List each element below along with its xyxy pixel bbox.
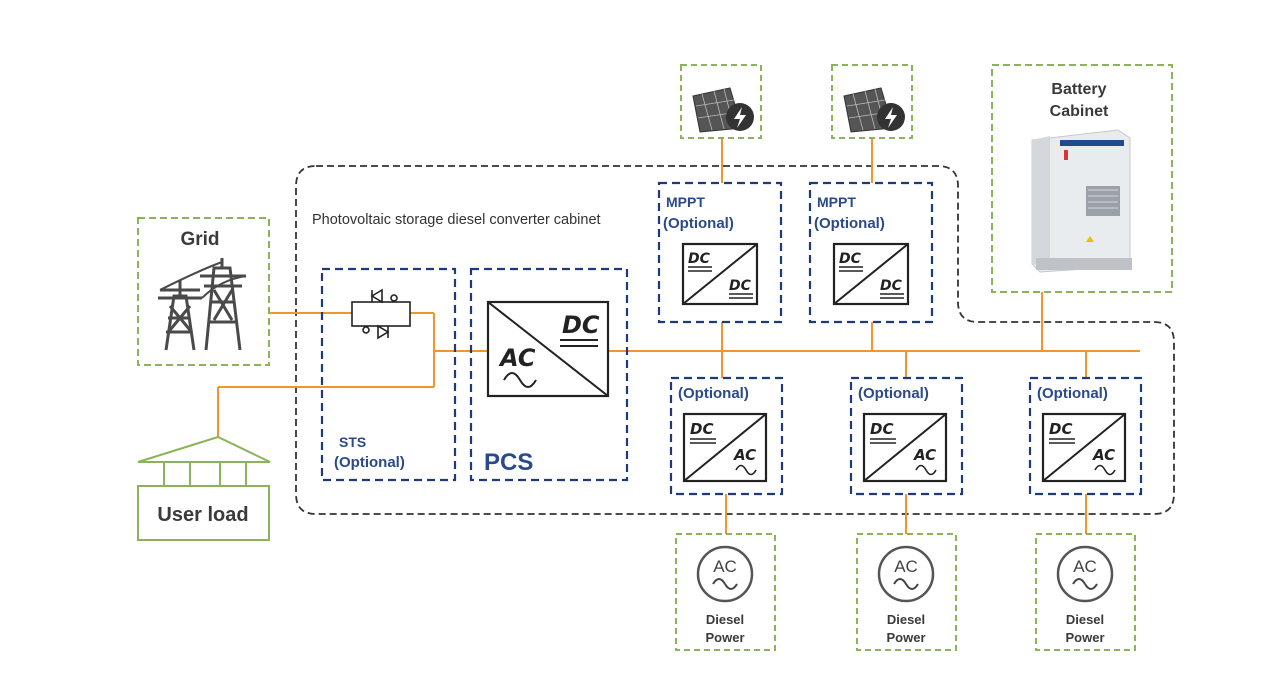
diesel-ac-text-3: AC	[1073, 557, 1097, 576]
pcs-box	[469, 267, 629, 482]
mppt-top-text-2: DC	[839, 251, 862, 267]
generator-icon	[1056, 545, 1114, 603]
diesel-ac-text-1: AC	[713, 557, 737, 576]
cabinet-outline	[295, 165, 1175, 515]
sts-optional: (Optional)	[334, 454, 405, 471]
mppt-bottom-text-2: DC	[880, 278, 903, 294]
dcac-converter-symbol-3: DC AC	[1041, 412, 1127, 483]
battery-label-1: Battery	[1051, 81, 1106, 98]
dcac-converter-symbol-2: DC AC	[862, 412, 948, 483]
solar-panel-2	[831, 64, 913, 139]
sine-wave-icon	[712, 578, 738, 590]
dcac-top-text-3: DC	[1049, 420, 1072, 438]
pcs-label: PCS	[484, 449, 533, 476]
sine-wave-icon	[503, 372, 537, 388]
dcdc-converter-symbol-1: DC DC	[681, 242, 759, 306]
user-load-box	[137, 485, 270, 541]
sine-wave-icon	[893, 578, 919, 590]
mppt-top-text-1: DC	[688, 251, 711, 267]
thyristor-icon	[351, 288, 411, 340]
dcac-converter-symbol-1: DC AC	[682, 412, 768, 483]
sine-wave-icon	[915, 464, 937, 476]
cabinet-label: Photovoltaic storage diesel converter ca…	[312, 212, 601, 228]
wiring	[217, 138, 1140, 534]
diesel-label-3a: Diesel	[1066, 612, 1104, 627]
house-icon	[137, 435, 271, 486]
diesel-label-2b: Power	[886, 630, 925, 645]
dcac-optional-3: (Optional)	[1037, 385, 1108, 402]
dcac-top-text-1: DC	[690, 420, 713, 438]
dcac-bottom-text-3: AC	[1092, 446, 1115, 464]
pcs-ac-text: AC	[498, 344, 536, 372]
dcac-optional-1: (Optional)	[678, 385, 749, 402]
sts-box	[320, 267, 457, 482]
diesel-label-2a: Diesel	[887, 612, 925, 627]
sine-wave-icon	[1094, 464, 1116, 476]
sine-wave-icon	[735, 464, 757, 476]
user-load-label: User load	[157, 504, 248, 526]
sine-wave-icon	[1072, 578, 1098, 590]
battery-cabinet-icon	[1031, 129, 1132, 273]
mppt-label-1: MPPT	[666, 194, 705, 210]
dcdc-converter-symbol-2: DC DC	[832, 242, 910, 306]
mppt-bottom-text-1: DC	[729, 278, 752, 294]
mppt-optional-2: (Optional)	[814, 215, 885, 232]
diesel-label-1b: Power	[705, 630, 744, 645]
dcac-top-text-2: DC	[870, 420, 893, 438]
diesel-label-1a: Diesel	[706, 612, 744, 627]
mppt-optional-1: (Optional)	[663, 215, 734, 232]
dcac-bottom-text-2: AC	[913, 446, 936, 464]
pcs-converter-symbol: DC AC	[486, 300, 610, 398]
diesel-label-3b: Power	[1065, 630, 1104, 645]
pcs-dc-text: DC	[562, 311, 600, 339]
solar-panel-1	[680, 64, 762, 139]
transmission-tower-icon	[158, 258, 247, 351]
dcac-bottom-text-1: AC	[733, 446, 756, 464]
grid-box	[137, 217, 270, 366]
dcac-optional-2: (Optional)	[858, 385, 929, 402]
grid-label: Grid	[180, 229, 219, 250]
diesel-ac-text-2: AC	[894, 557, 918, 576]
generator-icon	[877, 545, 935, 603]
battery-label-2: Cabinet	[1050, 103, 1109, 120]
generator-icon	[696, 545, 754, 603]
mppt-label-2: MPPT	[817, 194, 856, 210]
sts-label: STS	[339, 434, 366, 450]
